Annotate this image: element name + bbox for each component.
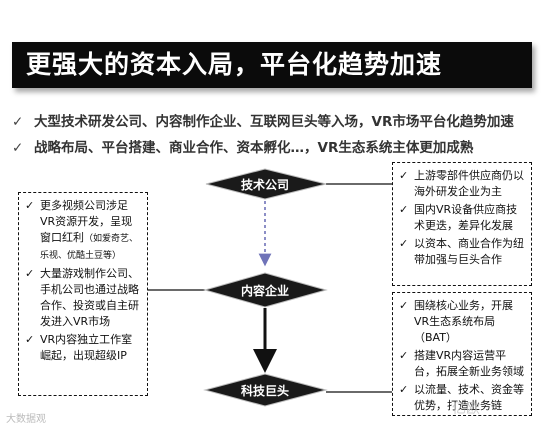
check-icon: ✓: [399, 203, 409, 216]
item-note: （如爱奇艺、乐视、优酷土豆等）: [40, 234, 139, 261]
check-icon: ✓: [399, 299, 409, 312]
list-item: ✓ 以流量、技术、资金等优势，打造业务链: [399, 382, 525, 414]
item-text: 以资本、商业合作为纽带加强与巨头合作: [414, 237, 524, 266]
check-icon: ✓: [399, 383, 409, 396]
list-item: ✓ 以资本、商业合作为纽带加强与巨头合作: [399, 236, 525, 268]
check-icon: ✓: [12, 140, 24, 156]
node-label: 科技巨头: [241, 383, 289, 398]
item-text: 上游零部件供应商仍以海外研发企业为主: [414, 169, 524, 198]
page-title: 更强大的资本入局，平台化趋势加速: [26, 50, 443, 79]
list-item: ✓ 国内VR设备供应商技术更迭，差异化发展: [399, 202, 525, 234]
item-text: VR内容独立工作室崛起，出现超级IP: [40, 333, 133, 362]
title-banner: 更强大的资本入局，平台化趋势加速: [12, 42, 532, 88]
check-icon: ✓: [399, 349, 409, 362]
check-icon: ✓: [25, 267, 35, 280]
bullet-row-2: ✓ 战略布局、平台搭建、商业合作、资本孵化…，VR生态系统主体更加成熟: [12, 136, 473, 156]
list-item: ✓ 上游零部件供应商仍以海外研发企业为主: [399, 168, 525, 200]
flow-node-tech-company: 技术公司: [205, 168, 327, 200]
watermark-right: 亿欧: [452, 401, 480, 417]
item-text: 大量游戏制作公司、手机公司也通过战略合作、投资或自主研发进入VR市场: [40, 267, 139, 328]
right-top-info-box: ✓ 上游零部件供应商仍以海外研发企业为主 ✓ 国内VR设备供应商技术更迭，差异化…: [392, 162, 532, 286]
check-icon: ✓: [399, 237, 409, 250]
item-text: 国内VR设备供应商技术更迭，差异化发展: [414, 203, 518, 232]
list-item: ✓ VR内容独立工作室崛起，出现超级IP: [25, 332, 141, 364]
flow-node-content-company: 内容企业: [203, 272, 328, 308]
item-text: 更多视频公司涉足VR资源开发，呈现窗口红利: [40, 199, 133, 244]
bullet-text: 战略布局、平台搭建、商业合作、资本孵化…，VR生态系统主体更加成熟: [34, 140, 474, 156]
bullet-text: 大型技术研发公司、内容制作企业、互联网巨头等入场，VR市场平台化趋势加速: [34, 114, 514, 130]
list-item: ✓ 更多视频公司涉足VR资源开发，呈现窗口红利（如爱奇艺、乐视、优酷土豆等）: [25, 198, 141, 264]
node-label: 内容企业: [241, 283, 289, 298]
item-text: 搭建VR内容运营平台，拓展全新业务领域: [414, 349, 524, 378]
list-item: ✓ 搭建VR内容运营平台，拓展全新业务领域: [399, 348, 525, 380]
flow-node-tech-giant: 科技巨头: [203, 373, 328, 407]
check-icon: ✓: [25, 333, 35, 346]
item-text: 以流量、技术、资金等优势，打造业务链: [414, 383, 524, 412]
node-label: 技术公司: [241, 177, 289, 192]
item-text: 围绕核心业务，开展VR生态系统布局（BAT）: [414, 299, 513, 344]
check-icon: ✓: [12, 114, 24, 130]
bullet-row-1: ✓ 大型技术研发公司、内容制作企业、互联网巨头等入场，VR市场平台化趋势加速: [12, 110, 514, 130]
check-icon: ✓: [25, 199, 35, 212]
list-item: ✓ 围绕核心业务，开展VR生态系统布局（BAT）: [399, 298, 525, 346]
left-info-box: ✓ 更多视频公司涉足VR资源开发，呈现窗口红利（如爱奇艺、乐视、优酷土豆等） ✓…: [18, 192, 148, 396]
right-bottom-info-box: ✓ 围绕核心业务，开展VR生态系统布局（BAT） ✓ 搭建VR内容运营平台，拓展…: [392, 292, 532, 416]
list-item: ✓ 大量游戏制作公司、手机公司也通过战略合作、投资或自主研发进入VR市场: [25, 266, 141, 330]
watermark-left: 大数据观: [6, 414, 46, 425]
check-icon: ✓: [399, 169, 409, 182]
